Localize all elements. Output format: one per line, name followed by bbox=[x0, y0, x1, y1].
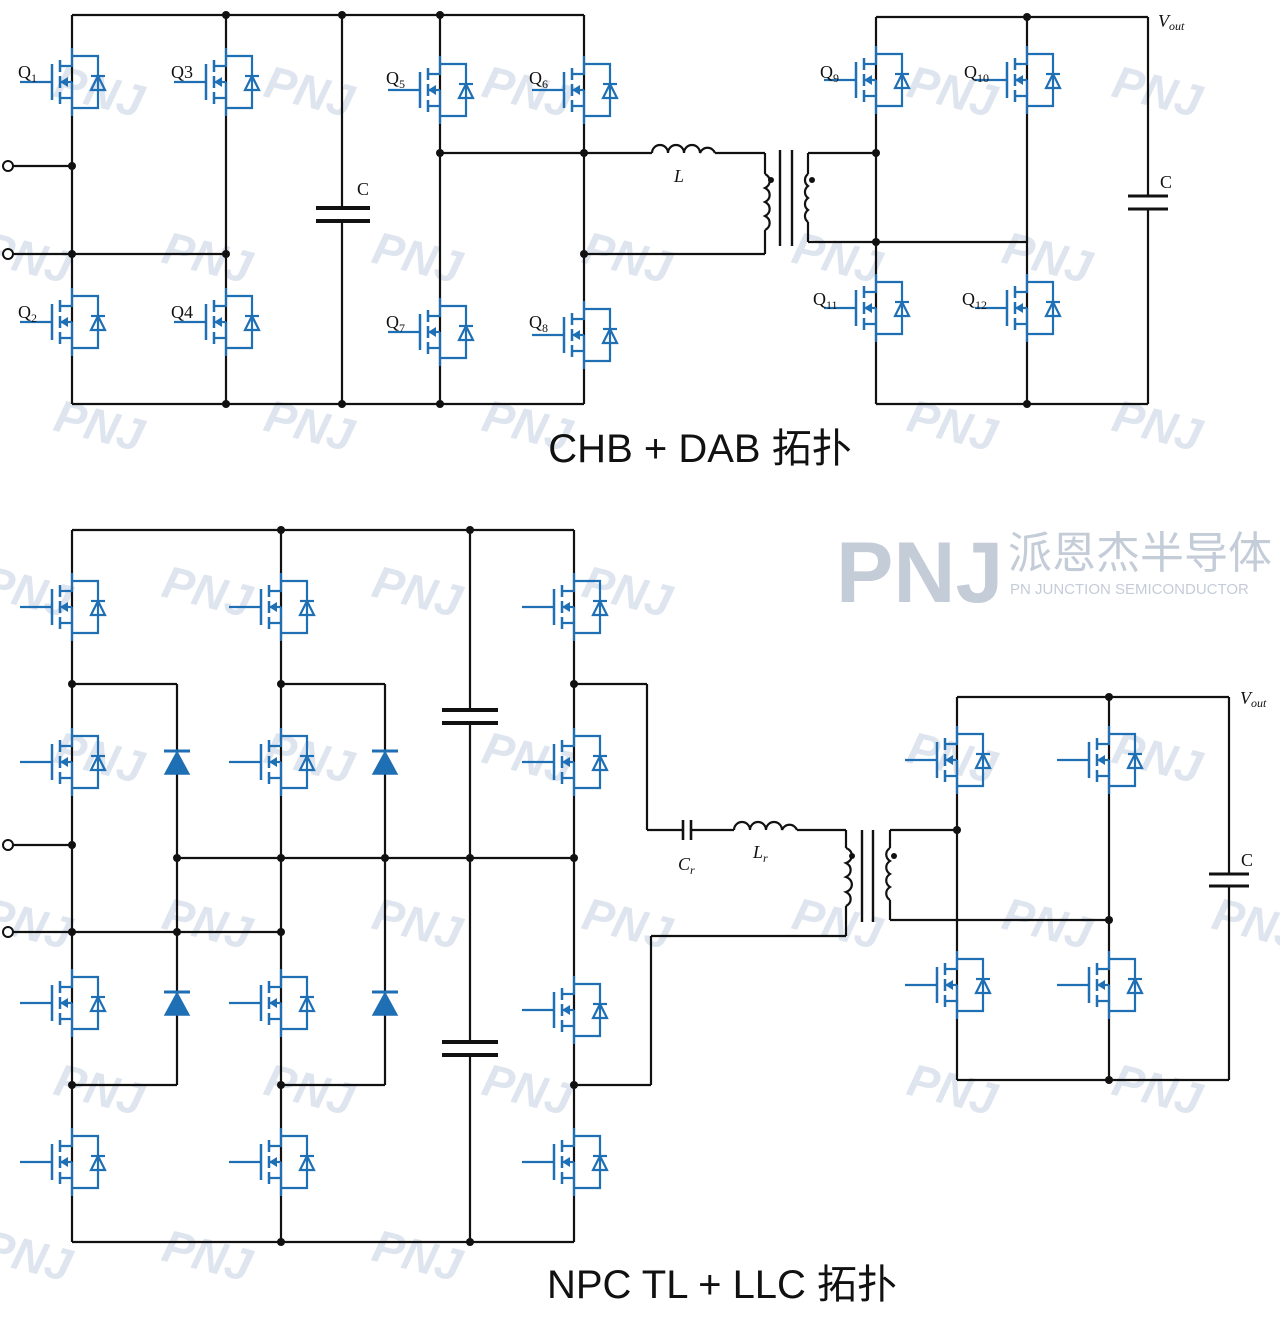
label-q11: Q11 bbox=[813, 289, 838, 312]
transformer-dot bbox=[849, 853, 855, 859]
chb-dab-transformer-core bbox=[778, 150, 794, 246]
dc-capacitor-upper bbox=[442, 708, 498, 725]
switch-q4 bbox=[172, 286, 261, 358]
dc-capacitor-lower bbox=[442, 1040, 498, 1057]
brand-logo: PNJ 派恩杰半导体 PN JUNCTION SEMICONDUCTOR bbox=[836, 525, 1272, 621]
chb-dab-diagram: Q1 Q3 Q5 Q6 Q9 Q10 Q2 Q4 Q7 Q8 Q11 Q12 C… bbox=[2, 11, 1185, 471]
switch-sr4 bbox=[1055, 949, 1144, 1021]
clamp-diode bbox=[162, 749, 192, 776]
label-q4: Q4 bbox=[171, 302, 193, 322]
junction-dots bbox=[68, 526, 1113, 1246]
label-vout: Vout bbox=[1158, 11, 1185, 33]
label-q12: Q12 bbox=[962, 289, 987, 312]
npc-llc-wiring bbox=[10, 528, 1231, 1244]
watermark-layer bbox=[0, 55, 1280, 1292]
switch-s3b bbox=[227, 967, 316, 1039]
clamp-diode bbox=[370, 990, 400, 1017]
npc-llc-diagram: Cr Lr Vout C NPC TL + LLC 拓扑 bbox=[2, 526, 1267, 1307]
switch-hb4 bbox=[520, 1126, 609, 1198]
label-vout: Vout bbox=[1240, 688, 1267, 710]
label-output-cap: C bbox=[1160, 172, 1172, 192]
output-capacitor bbox=[1209, 872, 1249, 888]
input-terminal bbox=[2, 926, 14, 938]
brand-cn-name: 派恩杰半导体 bbox=[1008, 528, 1272, 579]
input-terminal bbox=[2, 160, 14, 172]
transformer-dot bbox=[768, 177, 774, 183]
label-output-cap: C bbox=[1241, 850, 1253, 870]
caption-npc-llc: NPC TL + LLC 拓扑 bbox=[547, 1263, 897, 1307]
label-q7: Q7 bbox=[386, 312, 405, 335]
label-q5: Q5 bbox=[386, 68, 405, 91]
label-q6: Q6 bbox=[529, 68, 548, 91]
input-terminal bbox=[2, 839, 14, 851]
label-q2: Q2 bbox=[18, 302, 37, 325]
transformer-dot bbox=[891, 853, 897, 859]
label-inductor: L bbox=[673, 166, 684, 186]
caption-chb-dab: CHB + DAB 拓扑 bbox=[548, 427, 851, 471]
npc-llc-transformer-core bbox=[860, 830, 875, 922]
label-q8: Q8 bbox=[529, 312, 548, 335]
label-lr: Lr bbox=[752, 842, 768, 865]
dc-link-capacitor bbox=[316, 206, 370, 223]
switch-s3a bbox=[18, 967, 107, 1039]
brand-logo-mark: PNJ bbox=[836, 525, 1003, 621]
switch-s4a bbox=[18, 1126, 107, 1198]
switch-sr3 bbox=[903, 949, 992, 1021]
label-cr: Cr bbox=[678, 854, 695, 877]
label-q10: Q10 bbox=[964, 62, 989, 85]
input-terminal bbox=[2, 248, 14, 260]
brand-en-name: PN JUNCTION SEMICONDUCTOR bbox=[1010, 581, 1249, 598]
switch-s4b bbox=[227, 1126, 316, 1198]
label-q1: Q1 bbox=[18, 62, 37, 85]
switch-q8 bbox=[530, 299, 619, 371]
switch-q12 bbox=[973, 272, 1062, 344]
junction-dots bbox=[68, 11, 1031, 408]
label-dc-cap: C bbox=[357, 179, 369, 199]
clamp-diode bbox=[162, 990, 192, 1017]
label-q9: Q9 bbox=[820, 62, 839, 85]
switch-hb3 bbox=[520, 974, 609, 1046]
transformer-dot bbox=[809, 177, 815, 183]
clamp-diode bbox=[370, 749, 400, 776]
output-capacitor bbox=[1128, 194, 1168, 211]
resonant-capacitor bbox=[681, 820, 693, 840]
label-q3: Q3 bbox=[171, 62, 193, 82]
switch-q3 bbox=[172, 46, 261, 118]
